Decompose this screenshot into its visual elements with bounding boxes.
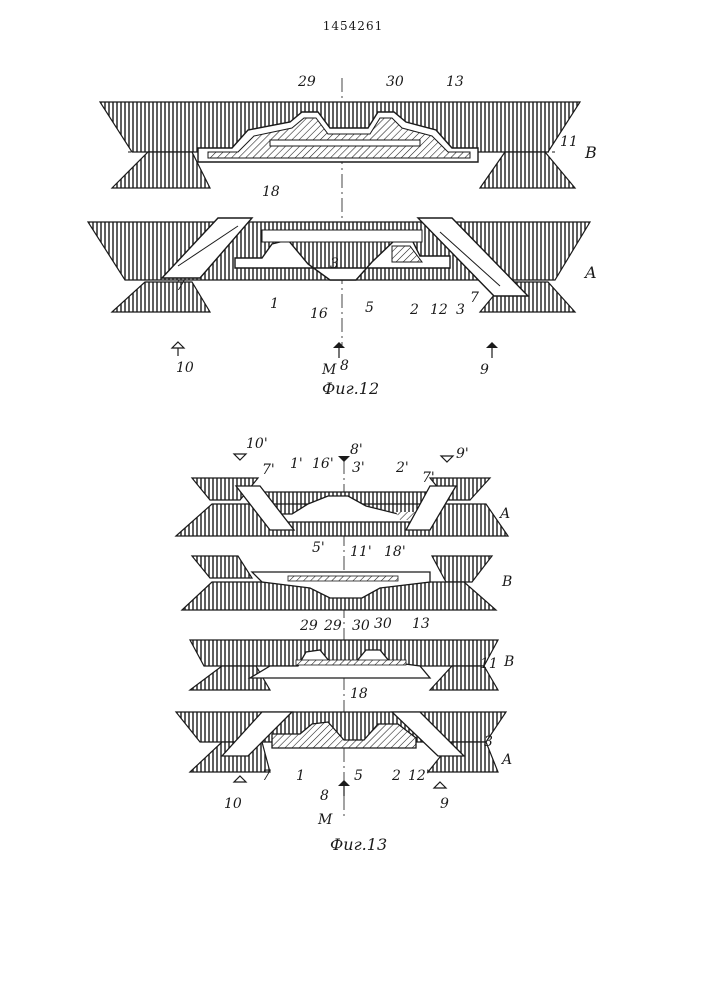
label-11-prime: 11' bbox=[350, 544, 372, 560]
label-18: 18 bbox=[262, 184, 280, 200]
label-1: 1 bbox=[270, 296, 279, 312]
figure-12: 29 30 13 11 B 18 3 7 A 1 16 5 2 12 3 7 1… bbox=[88, 74, 597, 398]
label-2-prime: 2' bbox=[395, 460, 409, 476]
label-7: 7 bbox=[262, 768, 271, 784]
label-7-prime-right: 7' bbox=[422, 470, 435, 486]
label-12-prime: 12' bbox=[408, 768, 430, 784]
label-7-left: 7 bbox=[176, 278, 185, 294]
label-9: 9 bbox=[440, 796, 449, 812]
label-29: 29 bbox=[297, 74, 316, 90]
figure-13-caption: Фиг.13 bbox=[330, 835, 387, 854]
label-7-right: 7 bbox=[470, 290, 479, 306]
label-12: 12 bbox=[430, 302, 448, 318]
label-8: 8 bbox=[340, 358, 349, 374]
label-9-prime: 9' bbox=[456, 446, 469, 462]
label-2: 2 bbox=[409, 302, 419, 318]
label-11: 11 bbox=[480, 656, 498, 672]
label-1: 1 bbox=[296, 768, 305, 784]
label-m: M bbox=[321, 362, 337, 378]
label-11: 11 bbox=[560, 134, 578, 150]
label-13: 13 bbox=[446, 74, 464, 90]
label-10: 10 bbox=[176, 360, 194, 376]
label-2: 2 bbox=[391, 768, 401, 784]
figure-13: 10' 8' 9' 7' 1' 16' 3' 2' 7' A 5' 11' 18… bbox=[176, 436, 514, 854]
label-a: A bbox=[500, 752, 512, 768]
patent-number: 1454261 bbox=[323, 19, 383, 33]
label-5: 5 bbox=[354, 768, 363, 784]
label-b: B bbox=[503, 654, 514, 670]
needle-bed-b-prime bbox=[182, 556, 496, 610]
label-8-prime: 8' bbox=[350, 442, 363, 458]
label-a-prime: A bbox=[498, 506, 510, 522]
label-30-b: 30 bbox=[374, 616, 392, 632]
label-10: 10 bbox=[224, 796, 242, 812]
label-30: 30 bbox=[386, 74, 404, 90]
label-29-a: 29 bbox=[299, 618, 318, 634]
label-a: A bbox=[583, 263, 597, 282]
label-1-prime: 1' bbox=[290, 456, 303, 472]
needle-bed-a bbox=[88, 218, 590, 312]
label-30-a: 30 bbox=[352, 618, 370, 634]
needle-bed-a-prime bbox=[176, 478, 508, 536]
label-3-right: 3 bbox=[456, 302, 465, 318]
label-b: B bbox=[584, 143, 597, 162]
label-b-prime: B bbox=[501, 574, 512, 590]
label-10-prime: 10' bbox=[246, 436, 268, 452]
label-5-prime: 5' bbox=[312, 540, 325, 556]
top-direction-markers bbox=[234, 454, 453, 462]
label-16: 16 bbox=[310, 306, 328, 322]
label-29-b: 29 bbox=[323, 618, 342, 634]
label-m: M bbox=[317, 812, 333, 828]
label-3-center: 3 bbox=[330, 256, 339, 272]
label-16-prime: 16' bbox=[312, 456, 334, 472]
label-13: 13 bbox=[412, 616, 430, 632]
label-18: 18 bbox=[350, 686, 368, 702]
label-18-prime: 18' bbox=[384, 544, 406, 560]
label-9: 9 bbox=[480, 362, 489, 378]
label-3: 3 bbox=[484, 734, 493, 750]
label-8: 8 bbox=[320, 788, 329, 804]
label-7-prime-left: 7' bbox=[262, 462, 275, 478]
figure-12-caption: Фиг.12 bbox=[322, 379, 379, 398]
needle-bed-a bbox=[176, 712, 506, 772]
label-5: 5 bbox=[365, 300, 374, 316]
needle-bed-b bbox=[100, 102, 580, 188]
label-3-prime: 3' bbox=[352, 460, 365, 476]
direction-markers bbox=[172, 342, 498, 358]
